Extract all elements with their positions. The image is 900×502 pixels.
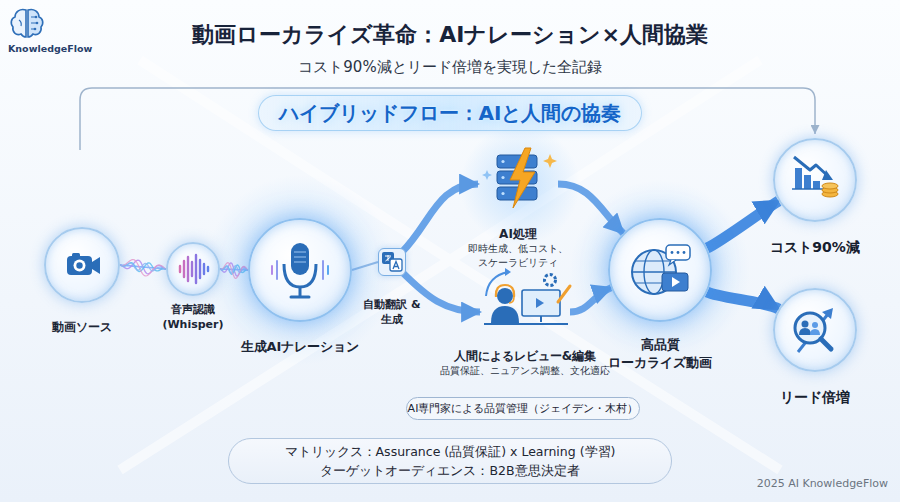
ai-processing-node: AI処理即時生成、低コスト、 スケーラビリティ [478, 150, 558, 218]
sound-wave [220, 266, 248, 273]
node-caption: 高品質 ローカライズ動画 [600, 336, 720, 371]
sound-wave [220, 263, 248, 276]
narration-circle: 生成AIナレーション [248, 218, 352, 322]
node-subtext: 品質保証、ニュアンス調整、文化適応 [415, 364, 635, 378]
sound-wave [220, 269, 248, 270]
subtitle: コスト90%減とリード倍増を実現した全記録 [0, 58, 900, 77]
speech-recognition-circle: 音声認識 (Whisper) [166, 242, 220, 296]
node-caption: 人間によるレビュー&編集品質保証、ニュアンス調整、文化適応 [415, 348, 635, 378]
output-circle: 高品質 ローカライズ動画 [608, 218, 712, 322]
node-text: AI専門家による品質管理（ジェイデン・木村） [408, 401, 639, 416]
glow [570, 180, 750, 360]
node-caption: 音声認識 (Whisper) [156, 302, 230, 333]
human-review-node: 人間によるレビュー&編集品質保証、ニュアンス調整、文化適応 [480, 282, 570, 342]
reviewer-icon [484, 268, 570, 324]
logo-text: KnowledgeFlow [8, 43, 98, 54]
translate-box: 自動翻訳 &生成 [378, 248, 406, 276]
node-text: AI処理 [453, 226, 583, 242]
footer-note: 2025 AI KnowledgeFlow [730, 477, 888, 490]
node-caption: リード倍増 [755, 388, 875, 406]
summary-pill: マトリックス：Assurance (品質保証) x Learning (学習)タ… [228, 438, 672, 484]
connector-line [570, 288, 611, 312]
node-text: 音声認識 (Whisper) [156, 302, 230, 333]
node-text: 動画ソース [32, 319, 132, 335]
flow-arrow [558, 184, 623, 233]
server-icon [482, 148, 557, 208]
node-text: 高品質 ローカライズ動画 [600, 336, 720, 371]
result-circle: リード倍増 [773, 288, 857, 372]
source-circle: 動画ソース [44, 227, 120, 303]
sound-wave [120, 260, 166, 277]
connector-line [707, 201, 778, 248]
connector-line [558, 184, 623, 233]
node-text: 人間によるレビュー&編集 [415, 348, 635, 364]
flow-arrow [707, 292, 778, 309]
light-rays [120, 60, 780, 470]
sound-wave [120, 265, 166, 269]
connector-line [402, 184, 478, 252]
glow [205, 175, 395, 365]
node-caption: AI処理即時生成、低コスト、 スケーラビリティ [453, 226, 583, 270]
flow-arrow [352, 262, 378, 270]
sound-wave [220, 265, 248, 274]
quality-control-pill: AI専門家による品質管理（ジェイデン・木村） [406, 397, 640, 420]
node-text: マトリックス：Assurance (品質保証) x Learning (学習) [285, 442, 616, 461]
sound-wave-connector [120, 260, 166, 277]
diagram-title: 動画ローカライズ革命：AIナレーション×人間協業 [0, 20, 900, 50]
flow-arrow [402, 184, 478, 252]
flow-arrow [707, 201, 778, 248]
node-caption: 動画ソース [32, 319, 132, 335]
sound-wave-connector [220, 263, 248, 279]
node-subtext: ターゲットオーディエンス：B2B意思決定者 [320, 461, 579, 480]
sound-wave [120, 263, 166, 271]
node-text: ハイブリッドフロー：AIと人間の協奏 [279, 100, 622, 127]
brain-logo [11, 9, 42, 37]
node-caption: コスト90%減 [755, 238, 875, 256]
section-banner: ハイブリッドフロー：AIと人間の協奏 [258, 95, 642, 131]
sound-wave [120, 260, 166, 274]
node-subtext: 即時生成、低コスト、 スケーラビリティ [453, 242, 583, 270]
connector-line [352, 262, 378, 270]
node-caption: 生成AIナレーション [230, 338, 370, 356]
node-text: 生成AIナレーション [230, 338, 370, 356]
node-text: リード倍増 [755, 388, 875, 406]
flow-arrow [570, 288, 611, 312]
sound-wave [220, 263, 248, 279]
connector-line [707, 292, 778, 309]
node-caption: 自動翻訳 &生成 [361, 297, 423, 328]
node-text: コスト90%減 [755, 238, 875, 256]
bracket-line [80, 88, 815, 150]
sound-wave [120, 263, 166, 272]
result-circle: コスト90%減 [773, 138, 857, 222]
node-text: 自動翻訳 &生成 [361, 297, 423, 328]
